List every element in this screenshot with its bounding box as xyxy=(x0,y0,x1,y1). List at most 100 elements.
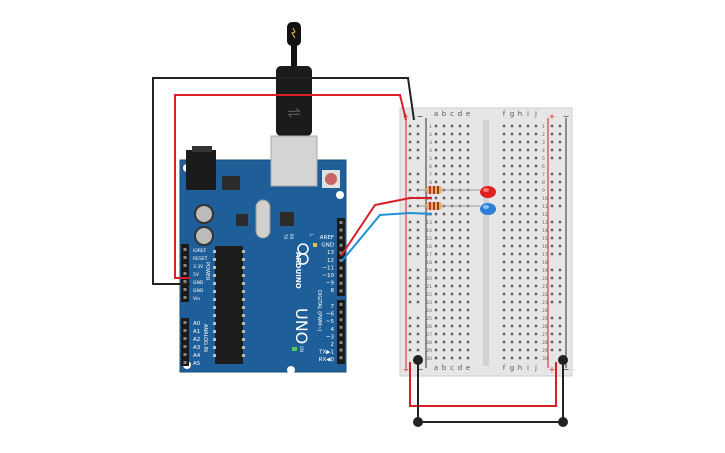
breadboard-hole[interactable] xyxy=(510,164,514,168)
rail-hole[interactable] xyxy=(558,140,562,144)
breadboard-hole[interactable] xyxy=(450,252,454,256)
wire-bottom-red[interactable] xyxy=(409,362,557,407)
breadboard-hole[interactable] xyxy=(442,340,446,344)
rail-hole[interactable] xyxy=(416,292,420,296)
breadboard-hole[interactable] xyxy=(442,260,446,264)
breadboard-hole[interactable] xyxy=(434,356,438,360)
breadboard-hole[interactable] xyxy=(518,276,522,280)
breadboard-hole[interactable] xyxy=(526,260,530,264)
breadboard-hole[interactable] xyxy=(434,284,438,288)
breadboard-hole[interactable] xyxy=(526,348,530,352)
breadboard-hole[interactable] xyxy=(534,180,538,184)
breadboard-hole[interactable] xyxy=(526,324,530,328)
breadboard-hole[interactable] xyxy=(442,300,446,304)
breadboard-hole[interactable] xyxy=(534,132,538,136)
rail-hole[interactable] xyxy=(416,236,420,240)
resistor-bottom[interactable] xyxy=(420,202,460,210)
breadboard-hole[interactable] xyxy=(518,156,522,160)
breadboard-hole[interactable] xyxy=(510,172,514,176)
rail-hole[interactable] xyxy=(558,348,562,352)
breadboard-hole[interactable] xyxy=(466,284,470,288)
rail-hole[interactable] xyxy=(550,204,554,208)
breadboard-hole[interactable] xyxy=(502,252,506,256)
breadboard-hole[interactable] xyxy=(458,180,462,184)
breadboard-hole[interactable] xyxy=(434,324,438,328)
breadboard-hole[interactable] xyxy=(510,244,514,248)
breadboard-hole[interactable] xyxy=(534,332,538,336)
breadboard-hole[interactable] xyxy=(518,308,522,312)
breadboard-hole[interactable] xyxy=(526,124,530,128)
breadboard-hole[interactable] xyxy=(434,148,438,152)
rail-hole[interactable] xyxy=(416,348,420,352)
breadboard-hole[interactable] xyxy=(466,324,470,328)
breadboard-hole[interactable] xyxy=(502,188,506,192)
breadboard-hole[interactable] xyxy=(534,292,538,296)
breadboard-hole[interactable] xyxy=(450,292,454,296)
breadboard-hole[interactable] xyxy=(510,228,514,232)
breadboard-hole[interactable] xyxy=(434,132,438,136)
breadboard-hole[interactable] xyxy=(518,292,522,296)
breadboard-hole[interactable] xyxy=(466,356,470,360)
rail-hole[interactable] xyxy=(416,140,420,144)
breadboard-hole[interactable] xyxy=(458,316,462,320)
breadboard-hole[interactable] xyxy=(510,300,514,304)
rail-hole[interactable] xyxy=(408,268,412,272)
breadboard-hole[interactable] xyxy=(534,156,538,160)
breadboard-hole[interactable] xyxy=(458,236,462,240)
rail-hole[interactable] xyxy=(550,316,554,320)
breadboard-hole[interactable] xyxy=(450,324,454,328)
breadboard-hole[interactable] xyxy=(466,332,470,336)
breadboard-hole[interactable] xyxy=(434,164,438,168)
breadboard-hole[interactable] xyxy=(518,132,522,136)
breadboard-hole[interactable] xyxy=(526,140,530,144)
breadboard-hole[interactable] xyxy=(502,300,506,304)
breadboard-hole[interactable] xyxy=(534,164,538,168)
breadboard-hole[interactable] xyxy=(450,212,454,216)
breadboard-hole[interactable] xyxy=(518,260,522,264)
breadboard-hole[interactable] xyxy=(442,348,446,352)
breadboard-hole[interactable] xyxy=(450,172,454,176)
breadboard-hole[interactable] xyxy=(466,292,470,296)
breadboard-hole[interactable] xyxy=(510,332,514,336)
breadboard-hole[interactable] xyxy=(442,356,446,360)
rail-hole[interactable] xyxy=(550,244,554,248)
breadboard-hole[interactable] xyxy=(502,332,506,336)
rail-hole[interactable] xyxy=(550,340,554,344)
breadboard-hole[interactable] xyxy=(526,164,530,168)
rail-hole[interactable] xyxy=(408,292,412,296)
breadboard-hole[interactable] xyxy=(434,220,438,224)
breadboard-hole[interactable] xyxy=(526,156,530,160)
rail-hole[interactable] xyxy=(408,124,412,128)
breadboard-hole[interactable] xyxy=(502,148,506,152)
rail-hole[interactable] xyxy=(558,228,562,232)
breadboard-hole[interactable] xyxy=(434,228,438,232)
breadboard-hole[interactable] xyxy=(434,196,438,200)
rail-hole[interactable] xyxy=(408,148,412,152)
breadboard-hole[interactable] xyxy=(502,196,506,200)
breadboard-hole[interactable] xyxy=(502,204,506,208)
breadboard-hole[interactable] xyxy=(502,340,506,344)
rail-hole[interactable] xyxy=(408,284,412,288)
breadboard-hole[interactable] xyxy=(450,236,454,240)
breadboard-hole[interactable] xyxy=(510,284,514,288)
rail-hole[interactable] xyxy=(408,228,412,232)
breadboard-hole[interactable] xyxy=(450,348,454,352)
breadboard-hole[interactable] xyxy=(526,236,530,240)
breadboard-hole[interactable] xyxy=(518,252,522,256)
breadboard-hole[interactable] xyxy=(534,172,538,176)
breadboard-hole[interactable] xyxy=(502,348,506,352)
led-red[interactable] xyxy=(460,186,496,198)
breadboard-hole[interactable] xyxy=(518,316,522,320)
breadboard-hole[interactable] xyxy=(534,316,538,320)
rail-hole[interactable] xyxy=(558,124,562,128)
breadboard-hole[interactable] xyxy=(450,316,454,320)
breadboard-hole[interactable] xyxy=(518,244,522,248)
rail-hole[interactable] xyxy=(550,276,554,280)
breadboard-hole[interactable] xyxy=(450,244,454,248)
breadboard-hole[interactable] xyxy=(510,188,514,192)
breadboard-hole[interactable] xyxy=(534,236,538,240)
breadboard-hole[interactable] xyxy=(466,172,470,176)
breadboard-hole[interactable] xyxy=(526,300,530,304)
breadboard-hole[interactable] xyxy=(510,268,514,272)
rail-hole[interactable] xyxy=(416,252,420,256)
